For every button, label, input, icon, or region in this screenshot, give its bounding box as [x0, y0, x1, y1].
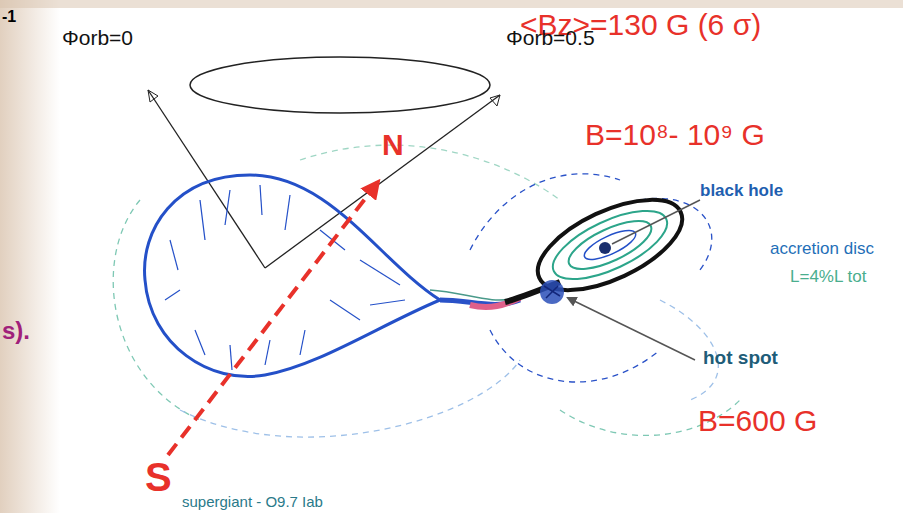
phase-label: Φorb=0.5 — [506, 26, 595, 49]
star-label: supergiant - O9.7 Iab — [182, 494, 323, 511]
field-value: B=600 G — [698, 404, 817, 437]
page-fragment: s). — [2, 318, 30, 344]
field-value: B=10⁸- 10⁹ G — [585, 118, 765, 151]
part-label: hot spot — [703, 348, 778, 369]
phase-label: Φorb=0 — [62, 26, 133, 49]
pole-label: N — [382, 128, 404, 161]
page-fragment: -1 — [2, 8, 16, 26]
luminosity-label: L=4%L tot — [790, 268, 866, 287]
pole-label: S — [145, 455, 172, 499]
part-label: black hole — [700, 182, 783, 201]
part-label: accretion disc — [770, 240, 874, 259]
